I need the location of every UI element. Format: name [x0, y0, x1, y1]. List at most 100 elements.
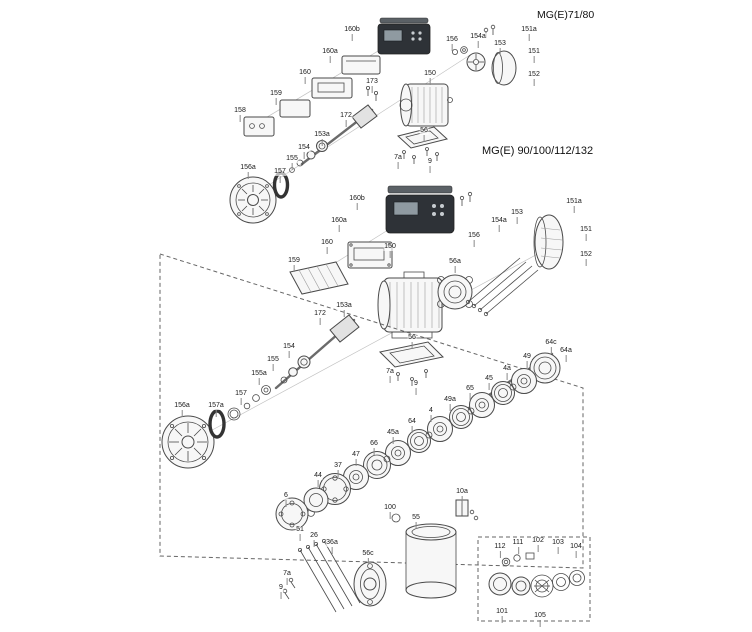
- part-number-label: 154a: [490, 217, 508, 232]
- part-number-label: 64a: [559, 347, 573, 362]
- section-title-mge-71-80: MG(E)71/80: [537, 9, 595, 21]
- part-number-label: 172: [339, 112, 353, 127]
- part-number-label: 26: [309, 532, 319, 547]
- washer: [460, 46, 468, 54]
- part-number-label: 157: [273, 168, 287, 183]
- shaft-seal-kit: [477, 536, 591, 622]
- section-title-mge-90-132: MG(E) 90/100/112/132: [482, 145, 594, 157]
- part-number-label: 154: [297, 144, 311, 159]
- part-number-label: 102: [531, 537, 545, 552]
- part-number-label: 111: [512, 539, 524, 554]
- outer-sleeve: [405, 523, 457, 599]
- part-number-label: 51: [295, 526, 305, 541]
- base-screws: [282, 577, 296, 600]
- part-number-label: 112: [493, 543, 507, 558]
- circlip: [451, 49, 458, 56]
- pump-end-exploded: [159, 253, 584, 613]
- part-number-label: 55: [411, 514, 421, 529]
- part-number-label: 66: [369, 440, 379, 455]
- part-number-label: 158: [233, 107, 247, 122]
- part-number-label: 153a: [313, 131, 331, 146]
- terminal-box-base: [279, 99, 311, 118]
- part-number-label: 150: [423, 70, 437, 85]
- part-number-label: 7a: [393, 154, 403, 169]
- part-number-label: 160a: [321, 48, 339, 63]
- part-number-label: 151a: [565, 198, 583, 213]
- suction-interconnector: [275, 487, 329, 531]
- part-number-label: 160b: [343, 26, 361, 41]
- part-number-label: 154a: [469, 33, 487, 48]
- seal-spring: [530, 574, 554, 598]
- seal-seat-ring: [488, 572, 512, 596]
- part-number-label: 152: [579, 251, 593, 266]
- part-number-label: 49: [522, 353, 532, 368]
- converter-screws: [459, 191, 473, 206]
- flange-screws: [402, 147, 439, 164]
- part-number-label: 160a: [330, 217, 348, 232]
- part-number-label: 4: [428, 407, 434, 422]
- rotor-shaft: [289, 104, 378, 173]
- part-number-label: 7a: [385, 368, 395, 383]
- part-number-label: 104: [569, 543, 583, 558]
- oval-base-flange: [353, 561, 387, 607]
- part-number-label: 9: [278, 584, 284, 599]
- seal-small-parts: [501, 552, 535, 567]
- sleeve-o-ring: [391, 513, 401, 523]
- part-number-label: 157a: [207, 402, 225, 417]
- part-number-label: 160b: [348, 195, 366, 210]
- heat-sink-plate: [289, 261, 349, 295]
- part-number-label: 159: [287, 257, 301, 272]
- stator-housing: [399, 83, 453, 127]
- part-number-label: 4a: [502, 365, 512, 380]
- part-number-label: 44: [313, 472, 323, 487]
- staybolts: [297, 539, 361, 613]
- part-number-label: 10a: [455, 488, 469, 503]
- part-number-label: 172: [313, 310, 327, 325]
- motor-fan: [466, 52, 486, 72]
- part-number-label: 7a: [282, 570, 292, 585]
- part-number-label: 154: [282, 343, 296, 358]
- part-number-label: 56a: [448, 258, 462, 273]
- part-number-label: 49a: [443, 396, 457, 411]
- part-number-label: 64c: [544, 339, 558, 354]
- part-number-label: 173: [365, 78, 379, 93]
- part-number-label: 6: [283, 492, 289, 507]
- gasket-ring: [272, 171, 290, 199]
- fan-cover-cup-large: [533, 214, 564, 270]
- bearing-end-shield: [437, 274, 473, 310]
- part-number-label: 45a: [386, 429, 400, 444]
- part-number-label: 156a: [239, 164, 257, 179]
- seal-retainer: [569, 570, 585, 586]
- part-number-label: 100: [383, 504, 397, 519]
- part-number-label: 9: [413, 380, 419, 395]
- frequency-converter-box: [377, 17, 431, 55]
- frequency-converter-box-large: [385, 185, 455, 234]
- part-number-label: 153: [510, 209, 524, 224]
- part-number-label: 156: [445, 36, 459, 51]
- part-number-label: 150: [383, 243, 397, 258]
- part-number-label: 153: [493, 40, 507, 55]
- mge-90-132-exploded: [161, 185, 564, 469]
- part-number-label: 64: [407, 418, 417, 433]
- washer-chain: [227, 385, 271, 421]
- part-number-label: 56c: [361, 550, 375, 565]
- tie-studs: [465, 257, 539, 317]
- connector-module: [243, 116, 275, 137]
- part-number-label: 159: [269, 90, 283, 105]
- part-number-label: 156a: [173, 402, 191, 417]
- part-number-label: 151: [527, 48, 541, 63]
- part-number-label: 103: [551, 539, 565, 554]
- part-number-label: 153a: [335, 302, 353, 317]
- part-number-label: 47: [351, 451, 361, 466]
- terminal-box: [311, 77, 353, 99]
- stator-housing-large: [377, 271, 443, 339]
- part-number-label: 45: [484, 375, 494, 390]
- fan-guard-front: [229, 176, 277, 224]
- part-number-label: 160: [320, 239, 334, 254]
- rotor-shaft-large: [274, 314, 360, 390]
- part-number-label: 56: [407, 334, 417, 349]
- part-number-label: 157: [234, 390, 248, 405]
- part-number-label: 155: [266, 356, 280, 371]
